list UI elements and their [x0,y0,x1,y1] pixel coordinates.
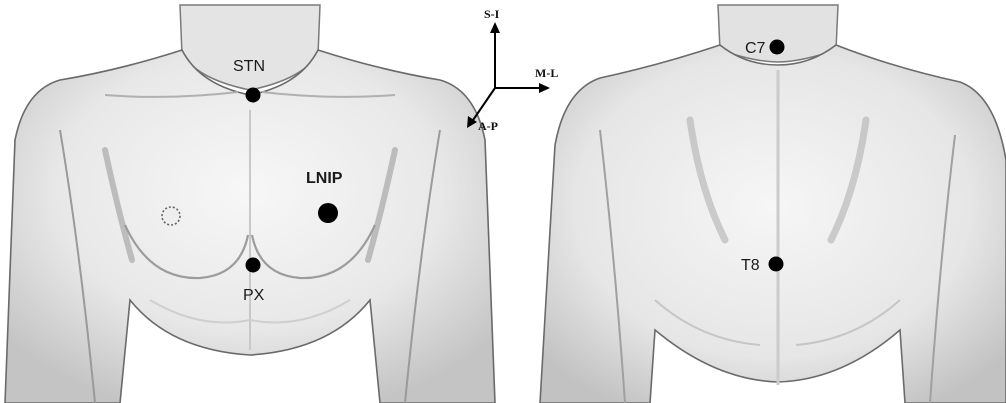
marker-c7 [770,40,785,55]
marker-label-t8: T8 [741,257,760,274]
axis-label-ap: A-P [478,119,498,133]
marker-lnip [318,203,338,223]
marker-t8 [769,257,784,272]
marker-label-px: PX [243,287,265,304]
back-torso-illustration [540,5,1006,403]
marker-px [246,258,261,273]
marker-stn [246,88,261,103]
marker-label-lnip: LNIP [306,170,343,187]
coordinate-axes: S-I M-L A-P [467,7,558,133]
marker-label-c7: C7 [745,40,766,57]
marker-label-stn: STN [233,58,265,75]
axis-label-ml: M-L [535,66,558,80]
right-nipple-dotted-mark [162,207,180,225]
axis-label-si: S-I [484,7,500,21]
